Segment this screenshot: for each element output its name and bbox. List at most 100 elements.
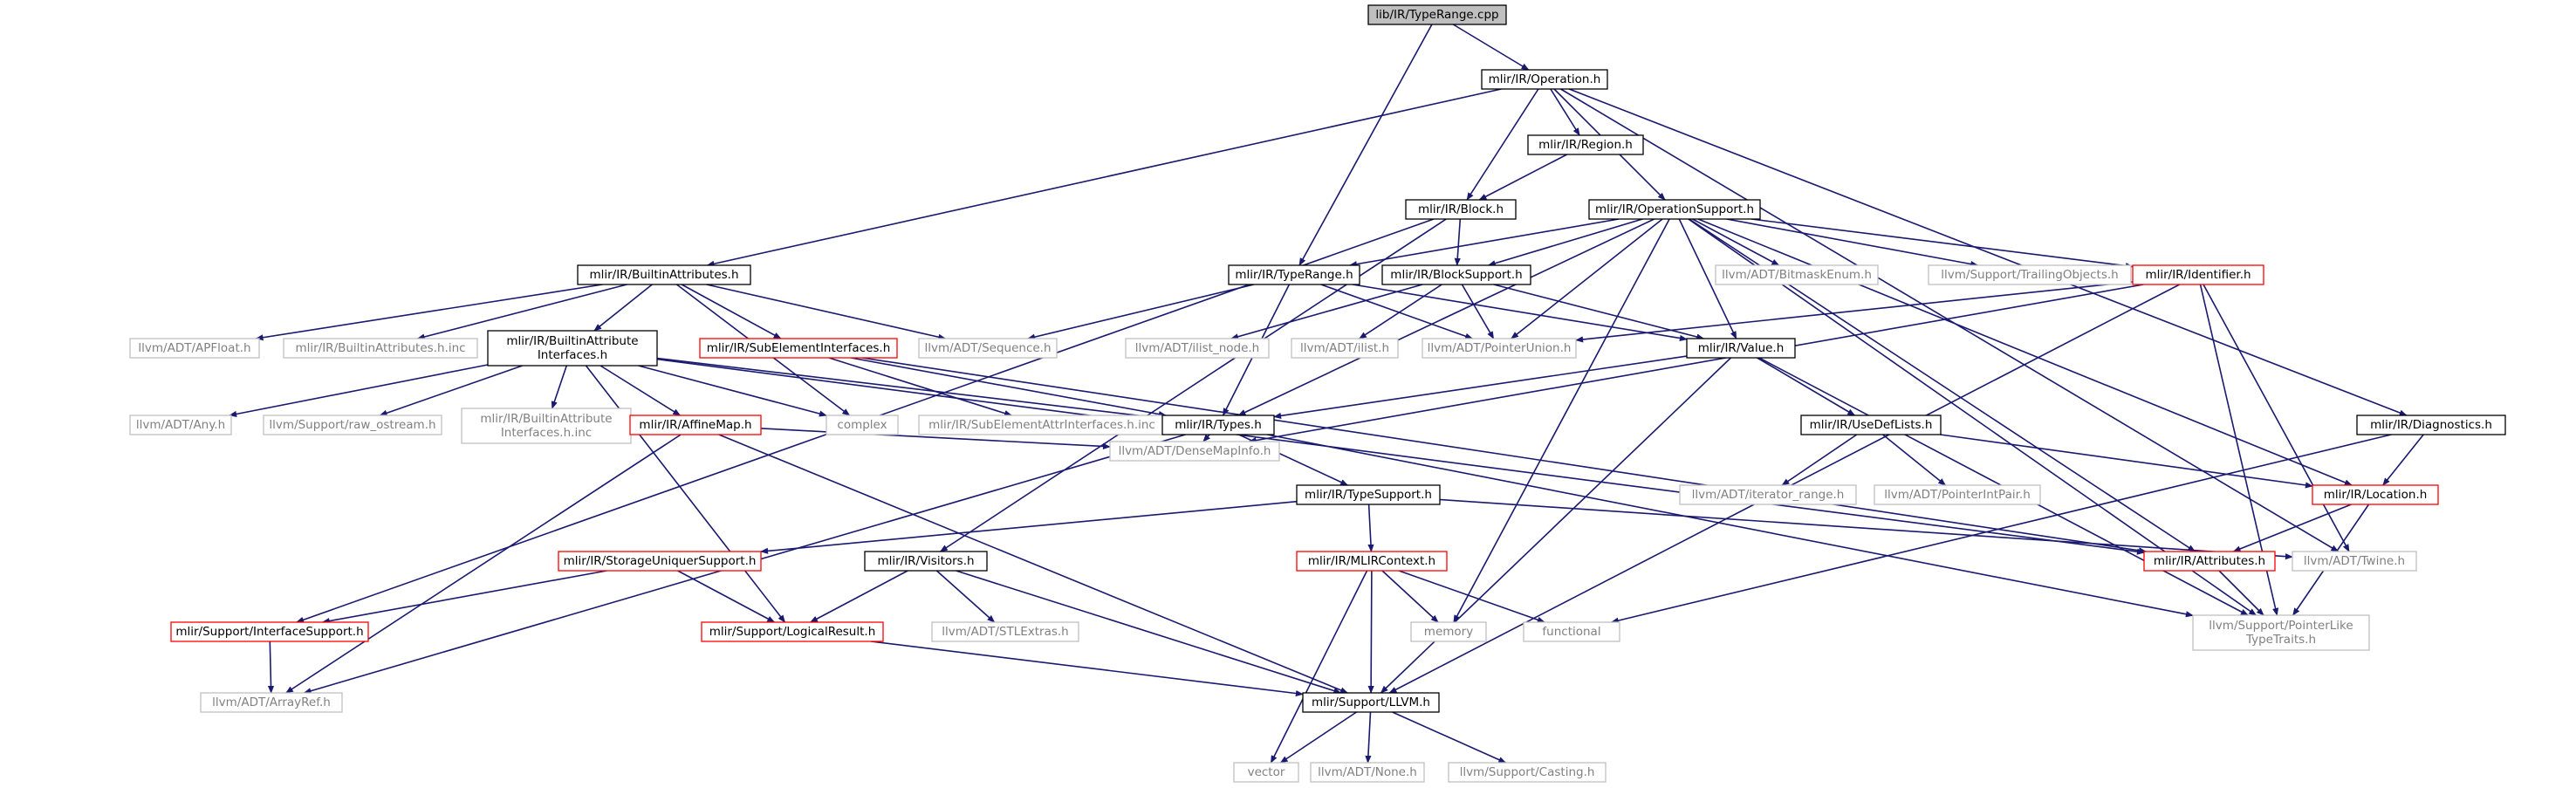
node-label-line: mlir/IR/SubElementInterfaces.h <box>707 341 891 355</box>
node-label-line: mlir/IR/BuiltinAttribute <box>480 412 612 426</box>
node-label: mlir/IR/Location.h <box>2324 488 2428 502</box>
edge-block_h-to-blocksupport_h <box>1454 218 1462 266</box>
node-box[interactable] <box>864 551 988 572</box>
node-region-h[interactable]: mlir/IR/Region.h <box>1527 134 1644 155</box>
node-operation-h[interactable]: mlir/IR/Operation.h <box>1481 69 1608 90</box>
node-usedeflists-h[interactable]: mlir/IR/UseDefLists.h <box>1800 415 1942 435</box>
node-builtinattributes-h[interactable]: mlir/IR/BuiltinAttributes.h <box>577 264 751 285</box>
node-box[interactable] <box>1527 134 1644 155</box>
node-box[interactable] <box>699 338 898 359</box>
node-subelementinterfaces-h[interactable]: mlir/IR/SubElementInterfaces.h <box>699 338 898 359</box>
node-label-line: lib/IR/TypeRange.cpp <box>1375 8 1498 22</box>
node-box <box>1310 762 1425 783</box>
edge-builtinattributes_h-to-subelementinterfaces_h <box>681 284 782 339</box>
node-box[interactable] <box>1296 551 1448 572</box>
node-llvm-h[interactable]: mlir/Support/LLVM.h <box>1302 692 1440 713</box>
node-identifier-h[interactable]: mlir/IR/Identifier.h <box>2132 264 2264 285</box>
node-box <box>931 621 1079 642</box>
node-label: llvm/ADT/PointerUnion.h <box>1428 341 1572 355</box>
node-storageuniquersupport-h[interactable]: mlir/IR/StorageUniquerSupport.h <box>558 551 762 572</box>
node-mlircontext-h[interactable]: mlir/IR/MLIRContext.h <box>1296 551 1448 572</box>
edge-builtinattributeinterfaces_h-to-complex <box>638 365 827 417</box>
node-box <box>1874 484 2041 505</box>
node-label-line: mlir/IR/BuiltinAttributes.h <box>589 268 738 282</box>
node-types-h[interactable]: mlir/IR/Types.h <box>1161 415 1275 435</box>
node-label: mlir/IR/BlockSupport.h <box>1390 268 1522 282</box>
node-box[interactable] <box>1381 264 1531 285</box>
edge-builtinattributeinterfaces_h-to-builtinattributeinterfaces_inc <box>551 365 568 409</box>
edge-blocksupport_h-to-ilist_node_h <box>1230 284 1423 340</box>
node-box[interactable] <box>558 551 762 572</box>
node-label-line: mlir/Support/LogicalResult.h <box>709 625 876 639</box>
node-label: llvm/Support/Casting.h <box>1460 765 1595 779</box>
node-logicalresult-h[interactable]: mlir/Support/LogicalResult.h <box>701 621 884 642</box>
node-block-h[interactable]: mlir/IR/Block.h <box>1405 199 1517 220</box>
node-box[interactable] <box>487 330 658 367</box>
node-affinemap-h[interactable]: mlir/IR/AffineMap.h <box>629 415 762 435</box>
edge-typerange_h-to-sequence_h <box>1027 284 1255 340</box>
edge-mlircontext_h-to-functional <box>1398 570 1545 623</box>
node-box[interactable] <box>1588 199 1761 220</box>
edge-usedeflists_h-to-iterator_range_h <box>1781 434 1858 486</box>
node-box[interactable] <box>2356 415 2506 435</box>
node-label-line: memory <box>1424 625 1473 639</box>
node-label: lib/IR/TypeRange.cpp <box>1375 8 1498 22</box>
node-box[interactable] <box>577 264 751 285</box>
node-box <box>129 415 232 435</box>
node-label: complex <box>837 418 887 432</box>
node-box[interactable] <box>1296 484 1441 505</box>
node-box <box>1291 338 1399 359</box>
node-label-line: mlir/IR/Identifier.h <box>2145 268 2251 282</box>
node-bitmaskenum-h: llvm/ADT/BitmaskEnum.h <box>1715 264 1879 285</box>
node-label: mlir/Support/LLVM.h <box>1312 695 1430 709</box>
node-box <box>461 408 632 444</box>
edge-types_h-to-densemapinfo_h <box>1202 434 1210 442</box>
node-label: memory <box>1424 625 1473 639</box>
node-box[interactable] <box>1481 69 1608 90</box>
node-densemapinfo-h: llvm/ADT/DenseMapInfo.h <box>1109 441 1280 462</box>
node-label-line: mlir/IR/Operation.h <box>1489 72 1601 86</box>
node-box[interactable] <box>2143 551 2276 572</box>
node-label-line: llvm/Support/TrailingObjects.h <box>1941 268 2118 282</box>
node-label: llvm/Support/raw_ostream.h <box>269 418 435 432</box>
node-typerange-h[interactable]: mlir/IR/TypeRange.h <box>1228 264 1360 285</box>
node-pointerintpair-h: llvm/ADT/PointerIntPair.h <box>1874 484 2041 505</box>
node-typerange-cpp[interactable]: lib/IR/TypeRange.cpp <box>1367 4 1507 25</box>
node-label-line: llvm/ADT/iterator_range.h <box>1692 488 1845 502</box>
node-box[interactable] <box>1800 415 1942 435</box>
node-location-h[interactable]: mlir/IR/Location.h <box>2312 484 2439 505</box>
node-operationsupport-h[interactable]: mlir/IR/OperationSupport.h <box>1588 199 1761 220</box>
node-label-line: llvm/ADT/None.h <box>1318 765 1417 779</box>
node-label: mlir/IR/BuiltinAttributes.h.inc <box>295 341 465 355</box>
node-diagnostics-h[interactable]: mlir/IR/Diagnostics.h <box>2356 415 2506 435</box>
node-box[interactable] <box>1161 415 1275 435</box>
node-box <box>200 692 343 713</box>
node-attributes-h[interactable]: mlir/IR/Attributes.h <box>2143 551 2276 572</box>
edge-builtinattributeinterfaces_h-to-raw_ostream_h <box>379 365 523 416</box>
node-box[interactable] <box>1405 199 1517 220</box>
node-box[interactable] <box>1228 264 1360 285</box>
node-interfacesupport-h[interactable]: mlir/Support/InterfaceSupport.h <box>170 621 369 642</box>
node-box[interactable] <box>2132 264 2264 285</box>
node-box <box>1928 264 2132 285</box>
node-box[interactable] <box>2312 484 2439 505</box>
node-box[interactable] <box>1367 4 1507 25</box>
node-visitors-h[interactable]: mlir/IR/Visitors.h <box>864 551 988 572</box>
node-box <box>1410 621 1487 642</box>
node-box[interactable] <box>629 415 762 435</box>
node-value-h[interactable]: mlir/IR/Value.h <box>1686 338 1796 359</box>
node-ilist-node-h: llvm/ADT/ilist_node.h <box>1125 338 1270 359</box>
node-box[interactable] <box>1686 338 1796 359</box>
edge-visitors_h-to-logicalresult_h <box>810 570 908 623</box>
node-label-line: llvm/ADT/Twine.h <box>2304 554 2405 568</box>
node-blocksupport-h[interactable]: mlir/IR/BlockSupport.h <box>1381 264 1531 285</box>
node-label-line: llvm/ADT/Any.h <box>136 418 225 432</box>
edge-storageuniquersupport_h-to-logicalresult_h <box>677 570 776 623</box>
node-box[interactable] <box>1302 692 1440 713</box>
node-typesupport-h[interactable]: mlir/IR/TypeSupport.h <box>1296 484 1441 505</box>
node-label-line: mlir/IR/TypeSupport.h <box>1305 488 1432 502</box>
node-box[interactable] <box>701 621 884 642</box>
node-box[interactable] <box>170 621 369 642</box>
